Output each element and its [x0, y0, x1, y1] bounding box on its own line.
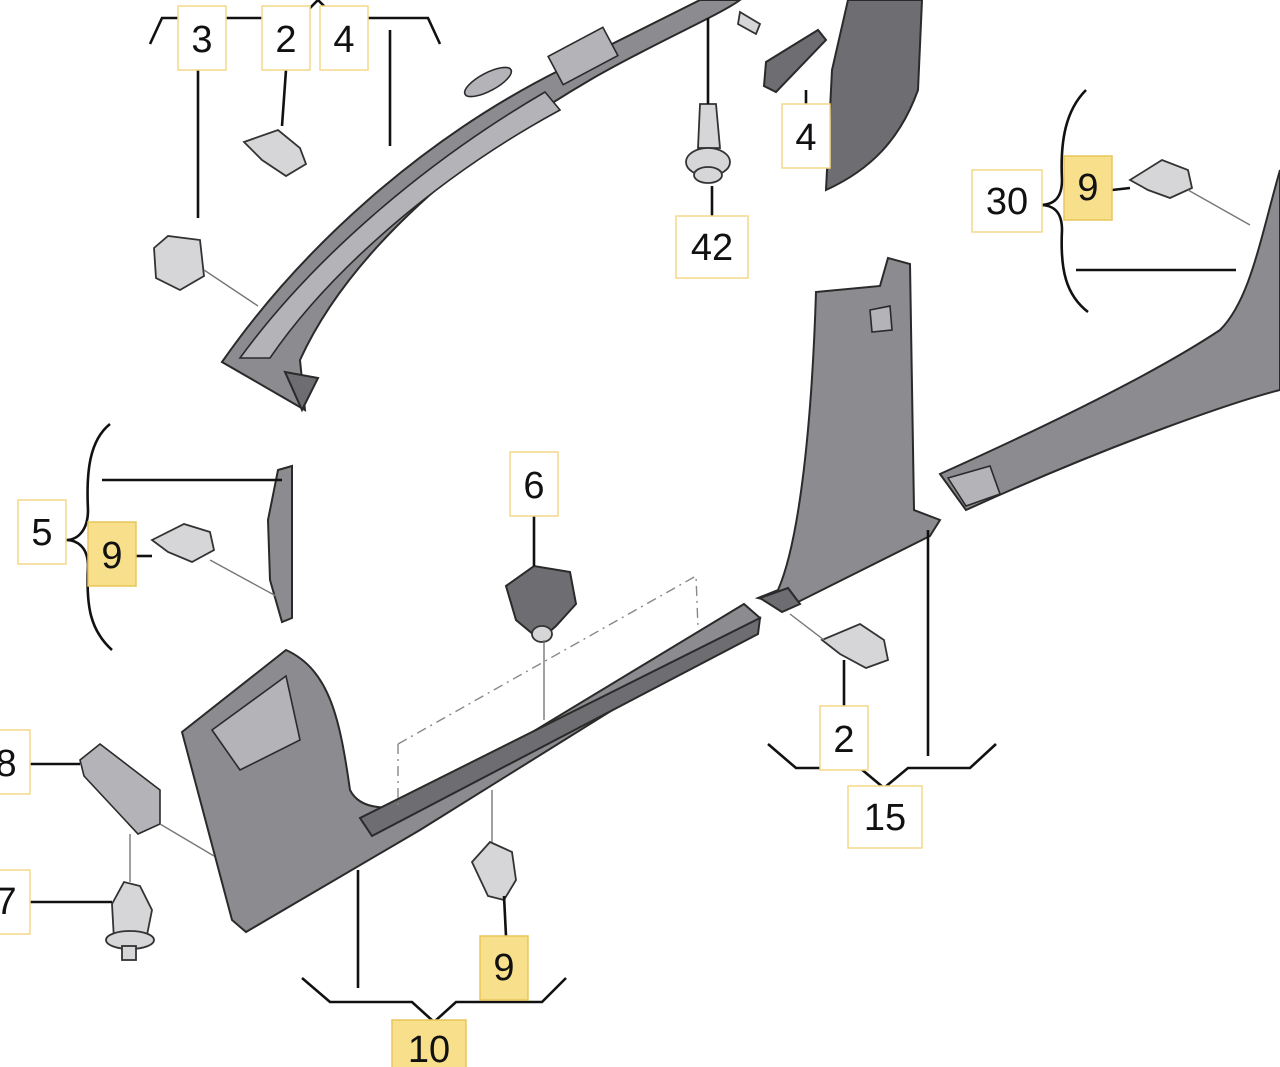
- svg-text:6: 6: [523, 465, 544, 507]
- label-4-top: 4: [319, 5, 369, 71]
- clip-top-3: [153, 235, 259, 307]
- svg-text:9: 9: [101, 535, 122, 577]
- svg-text:9: 9: [493, 947, 514, 989]
- cap-4: [737, 10, 828, 94]
- label-2-top: 2: [261, 5, 311, 71]
- clip-right-9: [1128, 158, 1251, 226]
- label-10: 10: [391, 1019, 467, 1067]
- svg-text:9: 9: [1077, 167, 1098, 209]
- svg-text:2: 2: [833, 719, 854, 761]
- svg-text:8: 8: [0, 743, 17, 785]
- svg-text:7: 7: [0, 881, 17, 923]
- a-pillar-trim: [220, 0, 742, 413]
- bracket-8: [79, 742, 215, 857]
- svg-text:5: 5: [31, 512, 52, 554]
- label-42: 42: [675, 215, 749, 279]
- label-2-mid: 2: [819, 705, 869, 771]
- leader-lines: [28, 0, 1236, 1024]
- label-3: 3: [177, 5, 227, 71]
- label-9-right: 9: [1063, 155, 1113, 221]
- clip-left-9: [150, 523, 277, 597]
- dash-outline: [397, 574, 699, 806]
- b-pillar-lower: [754, 256, 942, 614]
- label-9-bottom: 9: [479, 935, 529, 1001]
- svg-text:3: 3: [191, 19, 212, 61]
- clip-mid-2: [789, 613, 890, 669]
- svg-text:2: 2: [275, 19, 296, 61]
- svg-text:10: 10: [408, 1029, 450, 1067]
- svg-text:30: 30: [986, 181, 1028, 223]
- clip-top-2: [242, 128, 308, 178]
- svg-text:15: 15: [864, 797, 906, 839]
- pillar-trim-right: [938, 169, 1280, 512]
- label-6: 6: [509, 451, 559, 517]
- label-15: 15: [847, 785, 923, 849]
- trim-strip-left: [266, 464, 293, 624]
- b-pillar-upper: [824, 0, 924, 192]
- svg-text:4: 4: [795, 117, 816, 159]
- label-4-cap: 4: [781, 103, 831, 169]
- svg-text:42: 42: [691, 227, 733, 269]
- rivet-7: [105, 880, 155, 961]
- sill-trim: [180, 602, 762, 934]
- label-5: 5: [17, 499, 67, 565]
- label-9-left: 9: [87, 521, 137, 587]
- screw-42: [685, 103, 731, 184]
- cable-holder-6: [504, 564, 578, 643]
- label-8: 8: [0, 729, 31, 795]
- clip-bottom-9: [470, 840, 517, 902]
- label-30: 30: [971, 169, 1043, 233]
- svg-text:4: 4: [333, 19, 354, 61]
- label-7: 7: [0, 869, 31, 935]
